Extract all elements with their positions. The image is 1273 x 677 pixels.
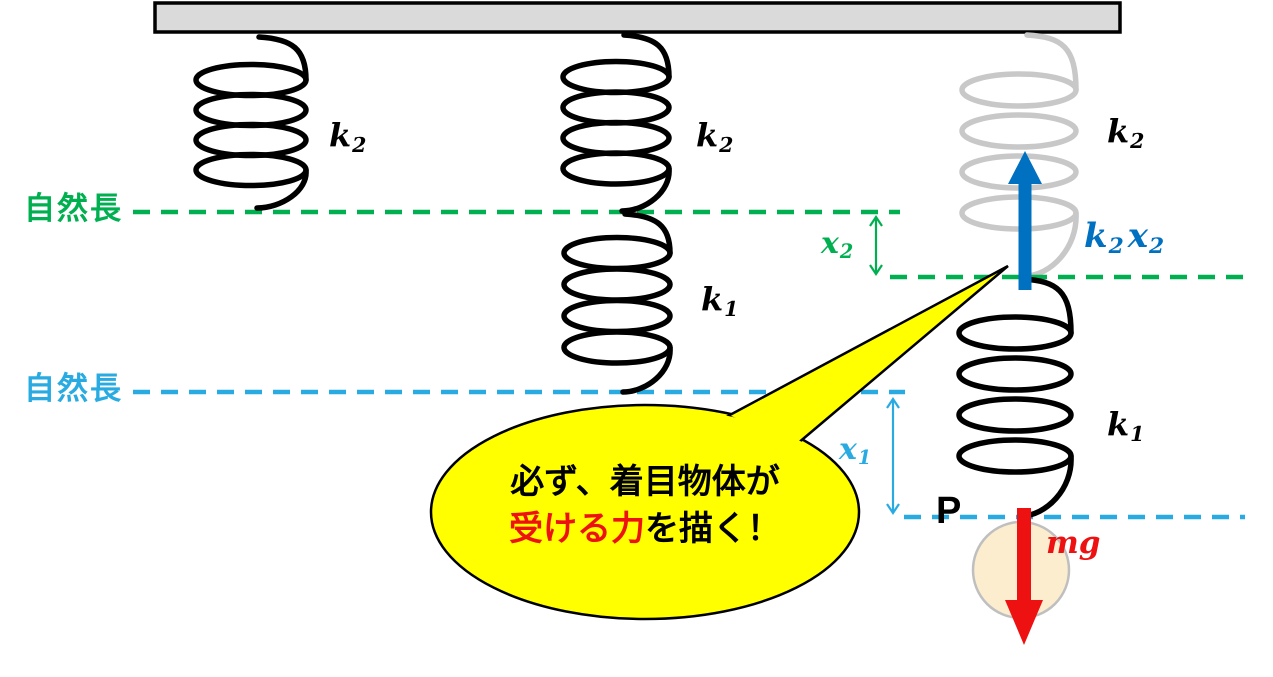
spring-mid-k1 (561, 211, 673, 395)
label-sub: 2 (1148, 234, 1165, 260)
callout-ellipse-fill (433, 407, 857, 617)
spring-left-k2 (193, 34, 309, 211)
label-base: k (1107, 405, 1130, 443)
label-sub: 1 (1130, 421, 1145, 446)
callout-bubble (429, 264, 1009, 621)
label-sub: 1 (724, 296, 739, 321)
label-sub: 1 (857, 446, 872, 470)
spring-right-k1 (956, 276, 1074, 519)
point-p-label: P (936, 490, 962, 532)
extension-label-x1: x1 (839, 435, 871, 468)
callout-tail (725, 264, 1009, 446)
callout-line2: 受ける力を描く！ (433, 506, 857, 553)
spring-constant-label-right-upper: k2 (1107, 115, 1144, 151)
callout-line2-rest: を描く！ (645, 509, 781, 549)
spring-constant-label-mid-lower: k1 (701, 283, 738, 319)
callout-line2-highlight: 受ける力 (509, 509, 645, 549)
label-sub: 2 (352, 132, 367, 157)
label-sub: 2 (839, 240, 854, 264)
spring-mid-k2 (560, 32, 672, 214)
natural-length-label-lower: 自然長 (24, 371, 123, 407)
gravity-arrow-down (1005, 508, 1043, 645)
callout-line1: 必ず、着目物体が (510, 462, 780, 502)
callout-text: 必ず、着目物体が 受ける力を描く！ (433, 459, 857, 553)
label-sub: 2 (719, 132, 734, 157)
extension-arrow-x1 (886, 397, 900, 515)
natural-length-label-upper: 自然長 (24, 191, 123, 227)
label-sub: 2 (1130, 128, 1145, 153)
label-base: k (696, 116, 719, 154)
extension-label-x2: x2 (821, 229, 853, 262)
extension-arrow-x2 (869, 215, 883, 276)
spring-constant-label-left: k2 (329, 119, 366, 155)
spring-constant-label-mid-upper: k2 (696, 119, 733, 155)
label-base: k (329, 116, 352, 154)
label-base: k (1084, 216, 1108, 256)
gravity-force-label: mg (1046, 525, 1101, 561)
ceiling (153, 1, 1122, 34)
label-base: k (701, 280, 724, 318)
spring-right-k2-ghost (959, 32, 1079, 279)
spring-constant-label-right-lower: k1 (1107, 408, 1144, 444)
label-base: x (839, 432, 857, 467)
label-sub: 2 (1108, 234, 1124, 260)
label-base: x (821, 226, 839, 261)
spring-force-arrow-up (1008, 151, 1042, 290)
label-base: k (1107, 112, 1130, 150)
label-base: x (1127, 216, 1148, 256)
